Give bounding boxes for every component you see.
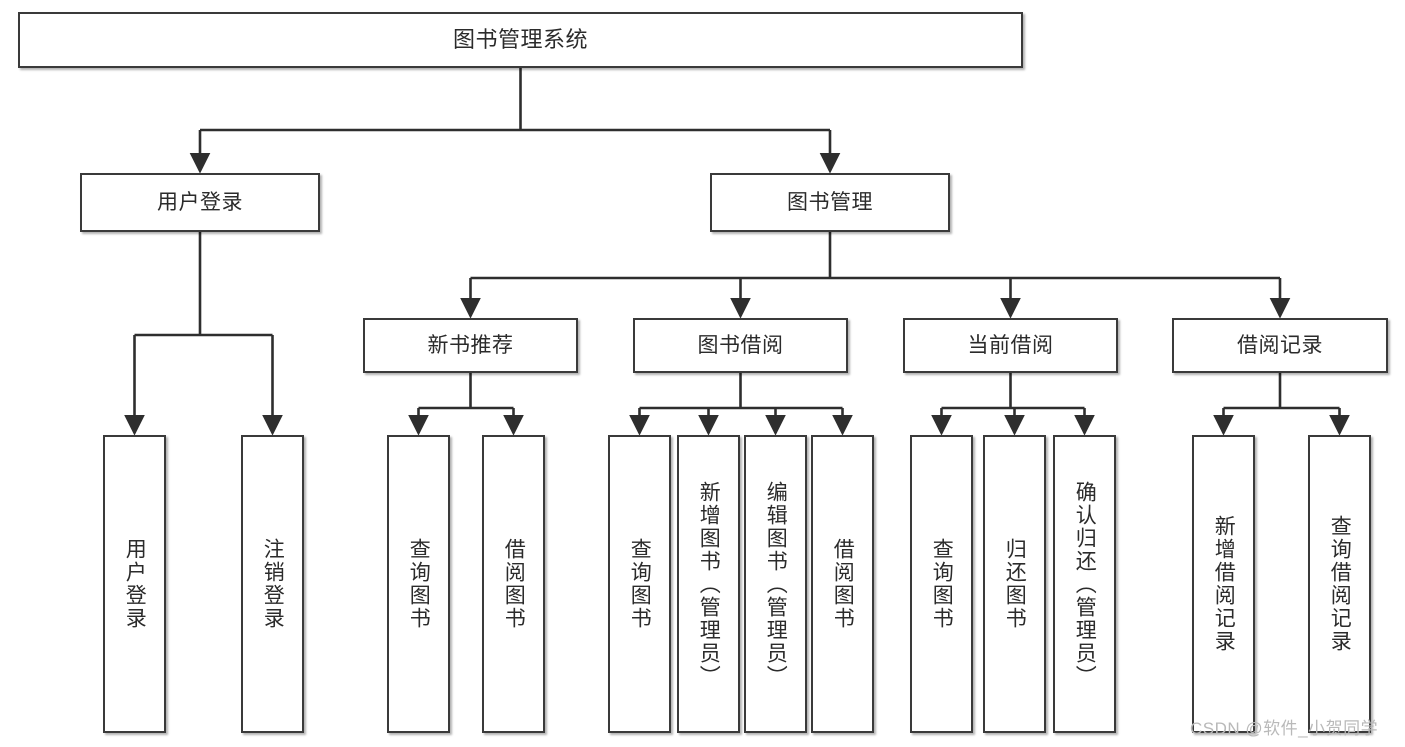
node-leaf-borrow-edit-book[interactable]: 编辑图书（管理员） [744, 435, 807, 733]
node-leaf-cur-confirm-return[interactable]: 确认归还（管理员） [1053, 435, 1116, 733]
node-label: 图书借阅 [697, 333, 784, 357]
node-leaf-borrow-add-book[interactable]: 新增图书（管理员） [677, 435, 740, 733]
node-user-login[interactable]: 用户登录 [80, 173, 320, 232]
node-leaf-cur-return-book[interactable]: 归还图书 [983, 435, 1046, 733]
node-label: 借阅图书 [502, 538, 526, 630]
node-new-book-recommend[interactable]: 新书推荐 [363, 318, 578, 373]
node-current-borrow[interactable]: 当前借阅 [903, 318, 1118, 373]
node-label: 编辑图书（管理员） [764, 480, 788, 688]
node-label: 图书管理系统 [452, 26, 588, 52]
csdn-watermark: CSDN @软件_小贺同学 [1190, 719, 1379, 738]
node-book-management[interactable]: 图书管理 [710, 173, 950, 232]
node-leaf-user-logout[interactable]: 注销登录 [241, 435, 304, 733]
node-label: 图书管理 [787, 190, 873, 214]
node-leaf-rec-query-book[interactable]: 查询图书 [387, 435, 450, 733]
node-label: 用户登录 [157, 190, 243, 214]
node-label: 注销登录 [261, 538, 285, 630]
node-label: 查询图书 [628, 538, 652, 630]
node-label: 用户登录 [123, 538, 147, 630]
node-leaf-borrow-query-book[interactable]: 查询图书 [608, 435, 671, 733]
node-root[interactable]: 图书管理系统 [18, 12, 1023, 68]
node-label: 新书推荐 [427, 333, 514, 357]
node-leaf-rec-query-record[interactable]: 查询借阅记录 [1308, 435, 1371, 733]
node-leaf-user-login[interactable]: 用户登录 [103, 435, 166, 733]
node-leaf-rec-add-record[interactable]: 新增借阅记录 [1192, 435, 1255, 733]
node-label: 查询图书 [930, 538, 954, 630]
node-label: 新增图书（管理员） [697, 480, 721, 688]
node-label: 新增借阅记录 [1212, 515, 1236, 653]
node-label: 查询图书 [407, 538, 431, 630]
node-label: 借阅图书 [831, 538, 855, 630]
node-label: 归还图书 [1003, 538, 1027, 630]
node-label: 查询借阅记录 [1328, 515, 1352, 653]
node-label: 当前借阅 [967, 333, 1054, 357]
node-label: 确认归还（管理员） [1073, 480, 1097, 688]
node-label: 借阅记录 [1237, 333, 1323, 357]
node-leaf-rec-borrow-book[interactable]: 借阅图书 [482, 435, 545, 733]
node-book-borrow[interactable]: 图书借阅 [633, 318, 848, 373]
node-borrow-record[interactable]: 借阅记录 [1172, 318, 1388, 373]
node-leaf-borrow-borrow-book[interactable]: 借阅图书 [811, 435, 874, 733]
node-leaf-cur-query-book[interactable]: 查询图书 [910, 435, 973, 733]
